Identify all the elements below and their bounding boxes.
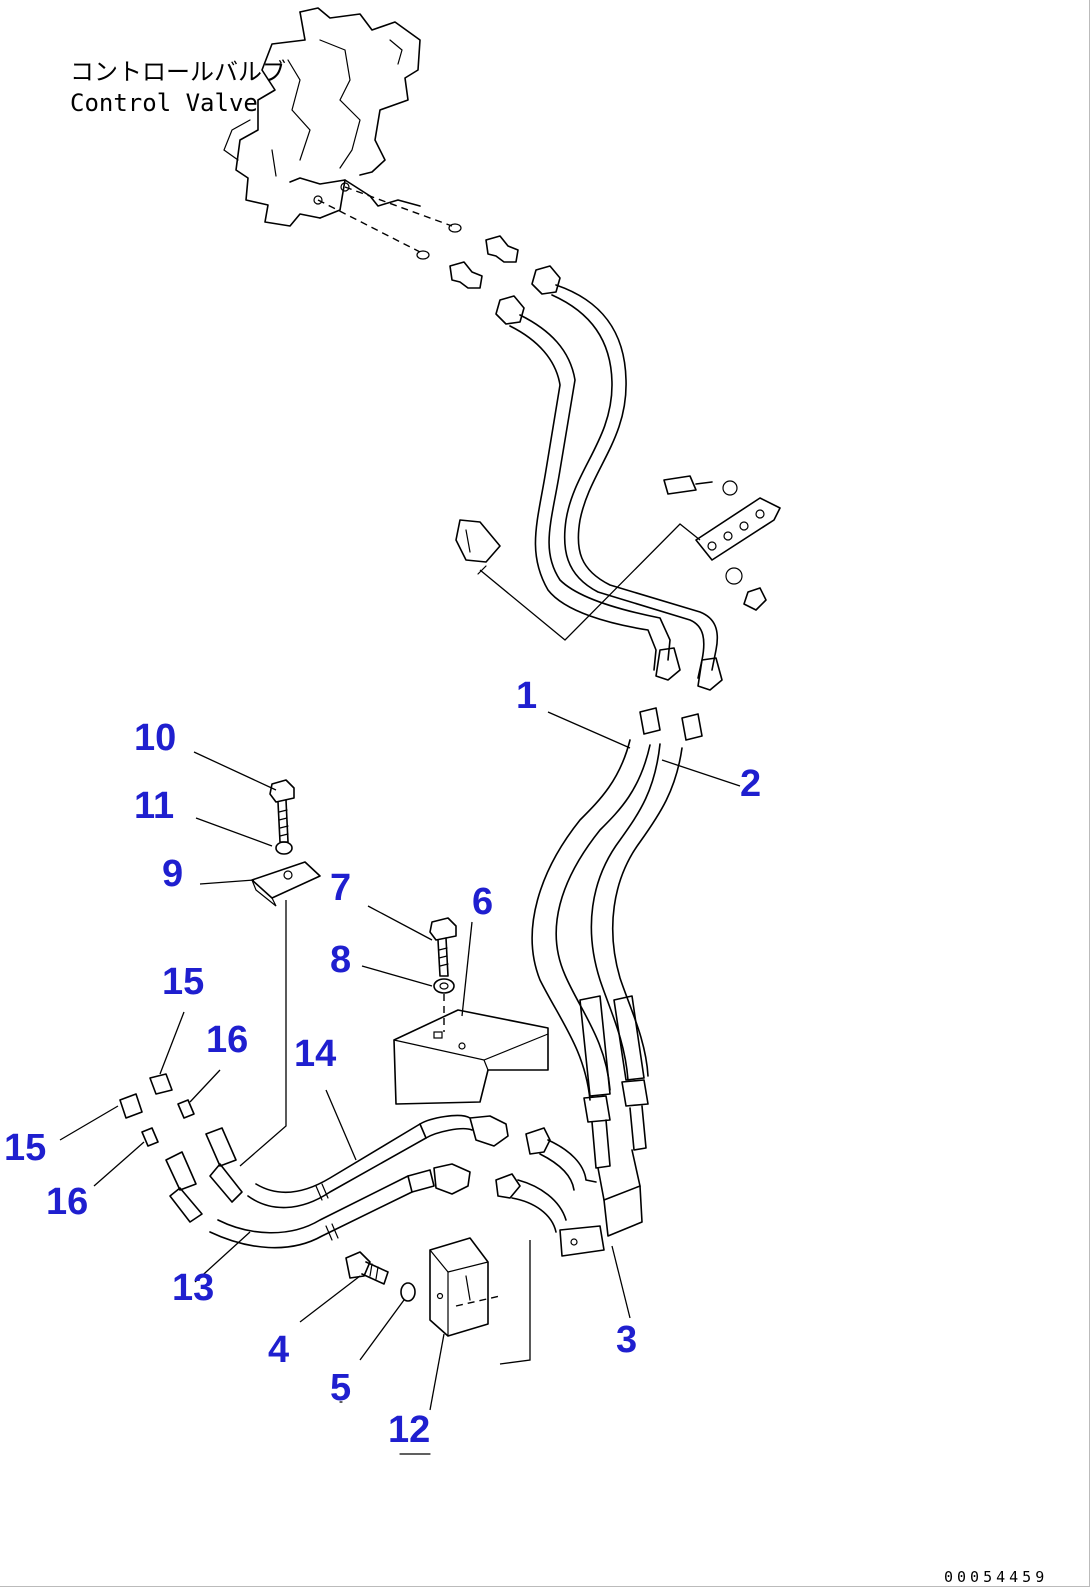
- control-valve-illustration: [223, 7, 421, 227]
- upper-pipe-assembly: [455, 284, 781, 691]
- callout-13: 13: [172, 1267, 214, 1309]
- callout-2: 2: [740, 763, 761, 805]
- callout-leaders: [59, 711, 741, 1455]
- callout-10: 10: [134, 717, 176, 759]
- control-valve-label-en: Control Valve: [70, 89, 258, 117]
- bolt-7: [429, 917, 457, 977]
- callout-8: 8: [330, 939, 351, 981]
- callout-15-lower: 15: [4, 1127, 46, 1169]
- callout-14: 14: [294, 1033, 336, 1075]
- callout-5: 5: [330, 1367, 351, 1409]
- bracket-12: [429, 1237, 501, 1337]
- valve-port-fittings: [317, 186, 561, 325]
- callout-16-lower: 16: [46, 1181, 88, 1223]
- washer-8: [433, 978, 455, 994]
- hose-pair-13-14: [165, 1114, 597, 1249]
- plate-9: [251, 861, 321, 907]
- guard-6: [393, 1009, 549, 1105]
- callout-16-upper: 16: [206, 1019, 248, 1061]
- callout-15-upper: 15: [162, 961, 204, 1003]
- hose-pair-1-2: [531, 707, 703, 1123]
- callout-9: 9: [162, 853, 183, 895]
- plate-9-leader: [239, 900, 287, 1167]
- washer-5: [400, 1282, 416, 1302]
- callout-4: 4: [268, 1329, 289, 1371]
- callout-7: 7: [330, 867, 351, 909]
- bolt-4: [345, 1251, 389, 1285]
- junction-bracket-3: [499, 1105, 647, 1365]
- callout-6: 6: [472, 881, 493, 923]
- caps-15-16: [119, 1073, 195, 1147]
- callout-11: 11: [134, 785, 174, 827]
- washer-11: [275, 841, 293, 855]
- callout-3: 3: [616, 1319, 637, 1361]
- control-valve-label-jp: コントロールバルブ: [70, 58, 286, 86]
- callout-12: 12: [388, 1409, 430, 1451]
- callout-1: 1: [516, 675, 537, 717]
- drawing-number: 00054459: [944, 1568, 1048, 1586]
